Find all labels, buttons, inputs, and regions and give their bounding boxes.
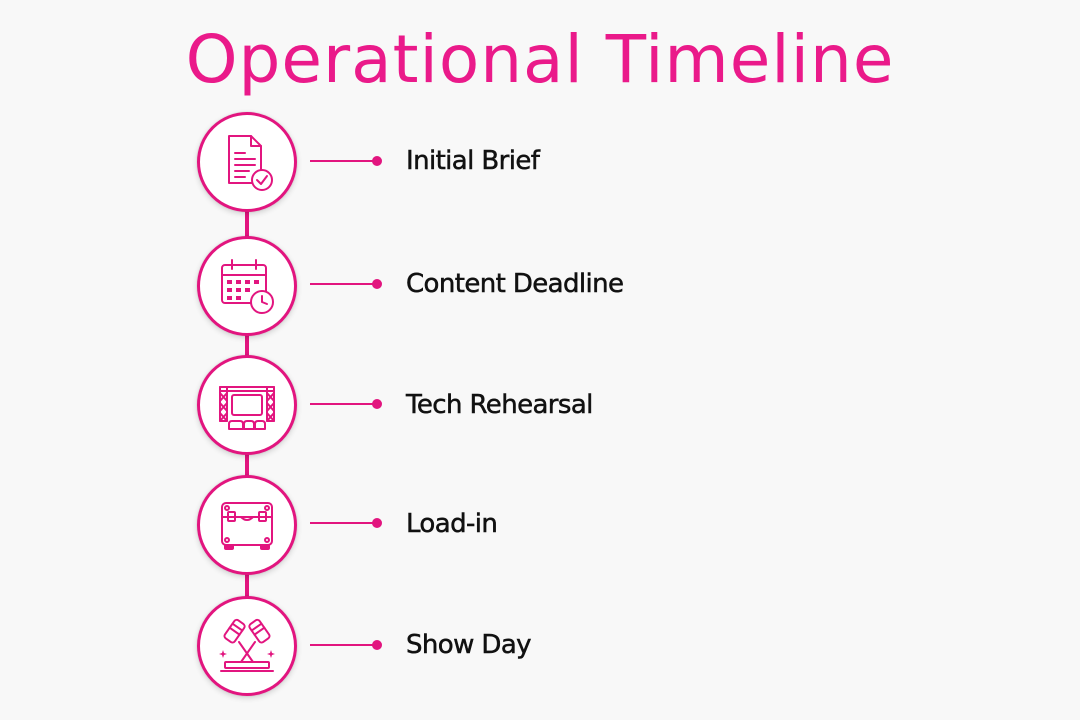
timeline-spine: [245, 452, 249, 478]
step-label-content-deadline: Content Deadline: [406, 269, 625, 300]
spotlights-icon: [219, 618, 275, 672]
step-label-initial-brief: Initial Brief: [406, 146, 540, 177]
page-title: Operational Timeline: [185, 21, 895, 98]
step-connector: [310, 522, 374, 524]
step-node-show-day: [197, 596, 297, 696]
step-node-initial-brief: [197, 112, 297, 212]
step-connector: [310, 403, 374, 405]
step-dot: [372, 399, 382, 409]
timeline-spine: [245, 210, 249, 238]
step-connector: [310, 644, 374, 646]
step-node-tech-rehearsal: [197, 355, 297, 455]
step-label-show-day: Show Day: [406, 630, 532, 661]
step-dot: [372, 279, 382, 289]
stage-screen-icon: [219, 386, 275, 430]
step-connector: [310, 283, 374, 285]
timeline-spine: [245, 332, 249, 356]
step-dot: [372, 640, 382, 650]
step-node-load-in: [197, 475, 297, 575]
calendar-clock-icon: [221, 259, 274, 314]
step-node-content-deadline: [197, 236, 297, 336]
timeline-spine: [245, 572, 249, 600]
step-label-load-in: Load-in: [406, 509, 498, 540]
document-check-icon: [228, 135, 273, 191]
road-case-icon: [221, 502, 273, 550]
step-label-tech-rehearsal: Tech Rehearsal: [406, 390, 594, 421]
step-dot: [372, 156, 382, 166]
step-connector: [310, 160, 374, 162]
step-dot: [372, 518, 382, 528]
